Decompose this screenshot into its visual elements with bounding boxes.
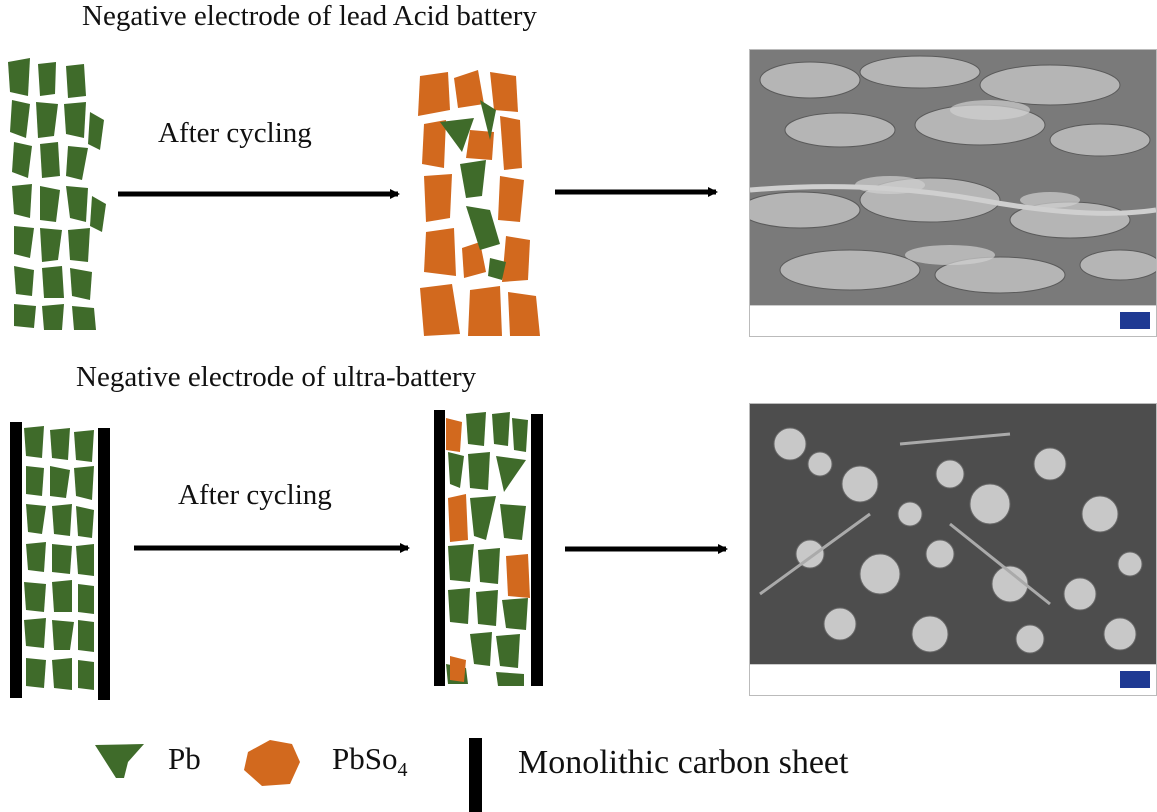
title-bottom: Negative electrode of ultra-battery: [76, 361, 477, 393]
carbon-sheet-left: [434, 410, 445, 686]
legend-pb-icon: [95, 744, 144, 778]
title-top: Negative electrode of lead Acid battery: [82, 0, 537, 32]
electrode-top-fresh: [8, 58, 106, 330]
carbon-sheet-left: [10, 422, 22, 698]
electrode-top-cycled: [418, 70, 540, 336]
legend-pb-label: Pb: [168, 741, 201, 776]
electrode-bottom-cycled: [434, 410, 543, 686]
legend: [95, 738, 482, 812]
legend-pbso4-icon: [244, 740, 300, 786]
sem-image-bottom: [749, 403, 1157, 696]
electrode-bottom-fresh: [10, 422, 110, 700]
arrow-label-bottom: After cycling: [178, 479, 332, 511]
sem-texture-top: [750, 50, 1156, 306]
sem-info-bar-top: [750, 305, 1156, 336]
sem-info-bar-bottom: [750, 664, 1156, 695]
sem-texture-bottom: [750, 404, 1156, 665]
zeiss-logo: [1120, 312, 1150, 329]
legend-pbso4-label: PbSo4: [332, 741, 407, 782]
legend-carbon-label: Monolithic carbon sheet: [518, 744, 849, 781]
legend-pbso4-subscript: 4: [397, 759, 408, 782]
carbon-sheet-right: [531, 414, 543, 686]
zeiss-logo: [1120, 671, 1150, 688]
carbon-sheet-right: [98, 428, 110, 700]
legend-carbon-icon: [469, 738, 482, 812]
legend-pbso4-text: PbSo: [332, 741, 398, 776]
arrow-label-top: After cycling: [158, 117, 312, 149]
sem-image-top: [749, 49, 1157, 337]
